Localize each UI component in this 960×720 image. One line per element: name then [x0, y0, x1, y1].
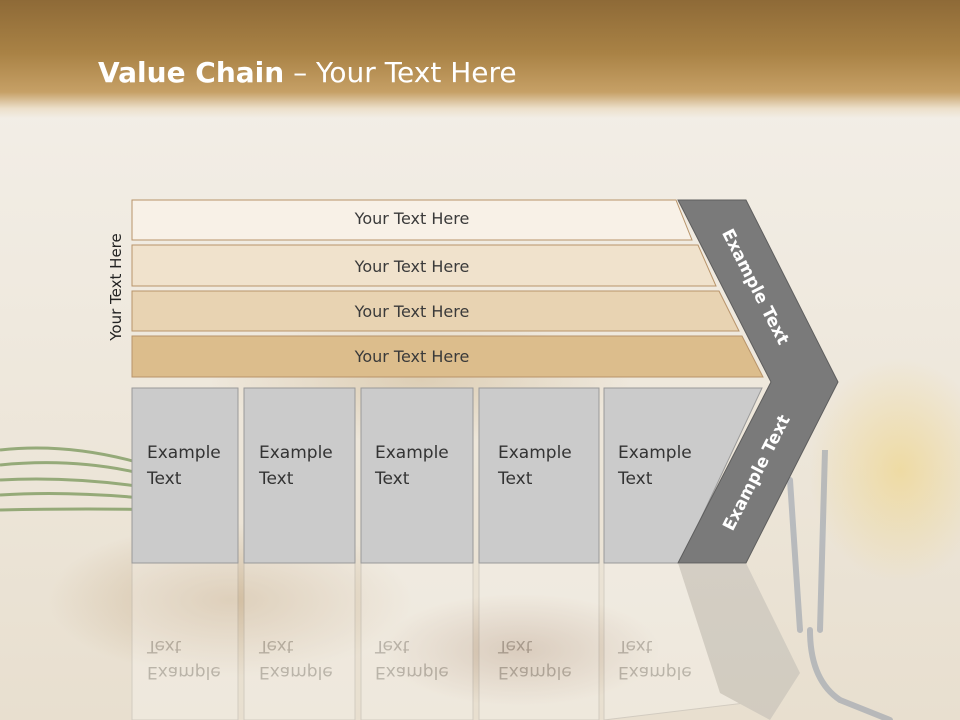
chevron: [677, 199, 839, 564]
band-label-3: Your Text Here: [354, 302, 470, 321]
title-rest: – Your Text Here: [284, 56, 517, 89]
band-4: [131, 335, 764, 378]
activity-box-3: [360, 387, 474, 564]
band-label-4: Your Text Here: [354, 347, 470, 366]
band-label-2: Your Text Here: [354, 257, 470, 276]
fork: [787, 450, 893, 720]
band-label-1: Your Text Here: [354, 209, 470, 228]
slide-title: Value Chain – Your Text Here: [98, 56, 517, 89]
title-bold: Value Chain: [98, 56, 285, 89]
band-3: [131, 290, 740, 332]
vertical-label: Your Text Here: [107, 233, 125, 341]
activity-box-4: [478, 387, 600, 564]
activity-box-2: [243, 387, 356, 564]
activity-box-1: [131, 387, 239, 564]
band-1: [131, 199, 693, 241]
title-bar: [0, 0, 960, 118]
band-2: [131, 244, 717, 287]
